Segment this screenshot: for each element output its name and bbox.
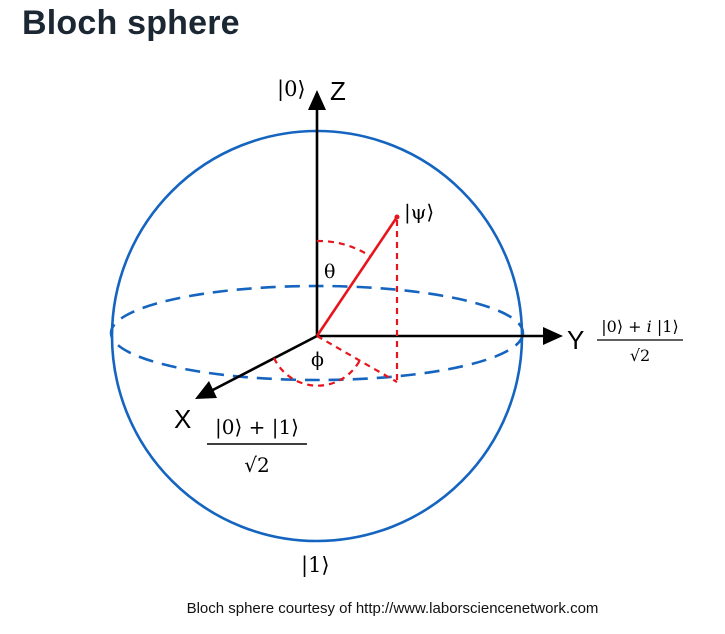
z-arrowhead [308,90,326,110]
page-title: Bloch sphere [22,4,240,42]
y-state-numerator-a: |0⟩ + [601,317,646,336]
x-state-fraction: |0⟩ + |1⟩ √2 [207,415,307,477]
z-axis-label: Z [330,76,346,106]
y-axis-label: Y [567,325,584,355]
image-credit-caption: Bloch sphere courtesy of http://www.labo… [186,600,599,617]
y-state-denominator: √2 [630,346,650,365]
x-state-numerator: |0⟩ + |1⟩ [215,415,299,440]
state-vector [315,216,399,337]
x-state-denominator: √2 [244,453,269,477]
x-axis-line [206,334,318,395]
equatorial-projection [316,335,398,383]
phi-label: ϕ [311,349,324,371]
x-axis-label: X [174,404,191,434]
y-state-fraction: |0⟩ + i |1⟩ √2 [597,317,683,365]
y-state-numerator-i: i [647,317,652,336]
projection-lines [316,220,399,383]
x-arrowhead [195,381,217,399]
state-point [394,214,400,220]
phi-arc [273,357,361,387]
y-state-numerator-b: |1⟩ [652,317,679,336]
theta-label: θ [324,261,335,283]
ket-zero-label: |0⟩ [277,77,306,102]
y-arrowhead [543,327,563,345]
theta-arc [316,239,371,257]
ket-psi-label: |ψ⟩ [404,200,434,225]
ket-one-label: |1⟩ [301,553,330,578]
y-state-numerator: |0⟩ + i |1⟩ [601,317,678,336]
axes [206,104,549,395]
